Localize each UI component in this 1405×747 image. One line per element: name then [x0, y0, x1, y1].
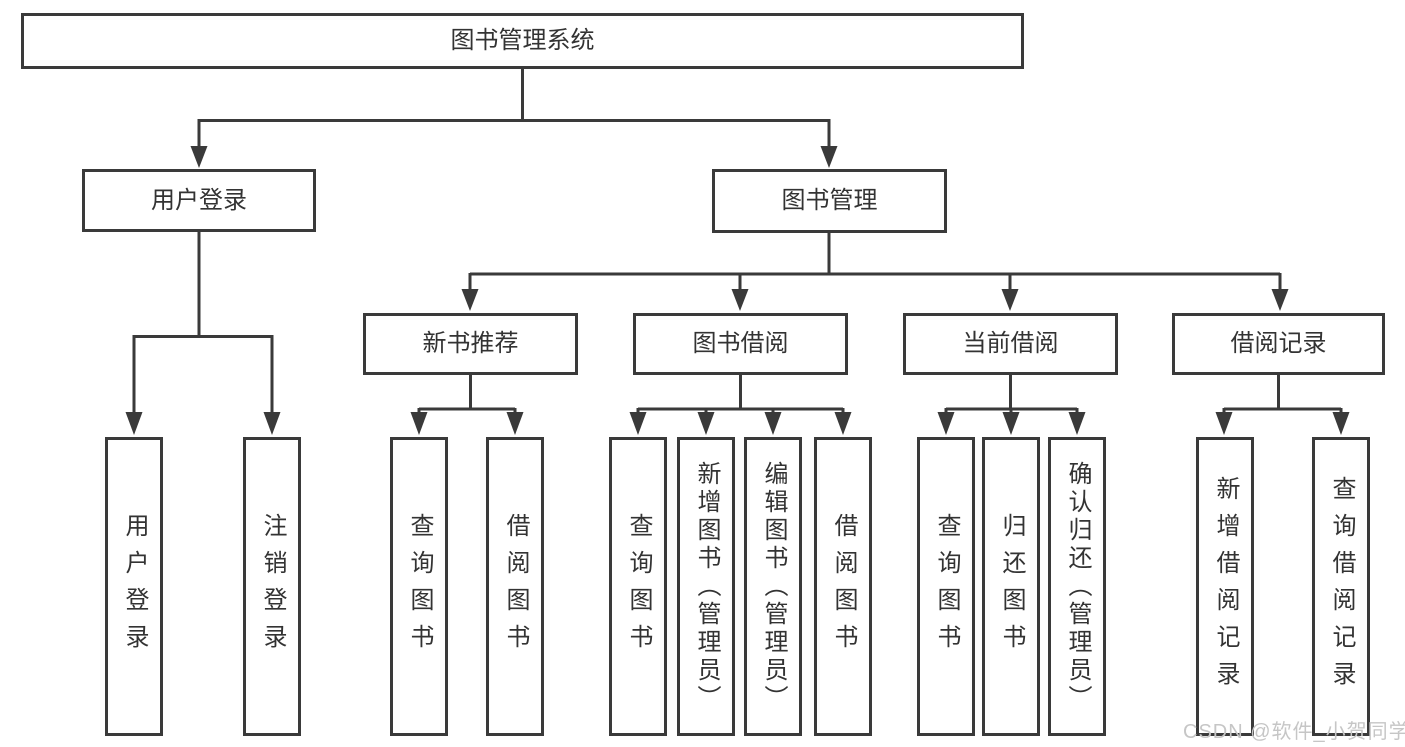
leaf-query-books-current: 查询图书	[917, 437, 975, 736]
leaf-return-book: 归还图书	[982, 437, 1040, 736]
leaf-query-books-recommend: 查询图书	[390, 437, 448, 736]
leaf-user-login: 用户登录	[105, 437, 163, 736]
leaf-confirm-return-admin: 确认归还（管理员）	[1048, 437, 1106, 736]
leaf-label: 借阅图书	[502, 512, 529, 661]
leaf-label: 归还图书	[998, 512, 1025, 661]
leaf-label: 查询图书	[933, 512, 960, 661]
leaf-label: 查询图书	[625, 512, 652, 661]
leaf-logout: 注销登录	[243, 437, 301, 736]
leaf-label: 用户登录	[121, 512, 148, 661]
node-label: 图书管理	[781, 187, 878, 214]
connector-root-to-level2	[190, 69, 838, 168]
connector-user-login-children	[125, 232, 281, 435]
node-label: 新书推荐	[422, 330, 519, 357]
connector-book-management-children	[461, 233, 1289, 311]
node-borrow-records: 借阅记录	[1172, 313, 1385, 375]
leaf-add-book-admin: 新增图书（管理员）	[677, 437, 735, 736]
connector-borrow-records-children	[1215, 375, 1350, 435]
leaf-borrow-books-recommend: 借阅图书	[486, 437, 544, 736]
leaf-label: 借阅图书	[830, 512, 857, 661]
node-user-login: 用户登录	[82, 169, 316, 232]
node-library-management-system: 图书管理系统	[21, 13, 1024, 69]
leaf-add-borrow-record: 新增借阅记录	[1196, 437, 1254, 736]
watermark-text: CSDN @软件_小贺同学	[1183, 721, 1405, 743]
leaf-label: 新增图书（管理员）	[693, 460, 720, 713]
leaf-label: 编辑图书（管理员）	[760, 460, 787, 713]
leaf-label: 新增借阅记录	[1212, 475, 1239, 698]
leaf-label: 注销登录	[259, 512, 286, 661]
node-label: 图书借阅	[692, 330, 789, 357]
node-current-borrow: 当前借阅	[903, 313, 1118, 375]
leaf-label: 查询借阅记录	[1328, 475, 1355, 698]
connector-book-borrow-children	[629, 375, 852, 435]
node-label: 用户登录	[151, 186, 247, 214]
node-label: 图书管理系统	[450, 27, 595, 54]
leaf-edit-book-admin: 编辑图书（管理员）	[744, 437, 802, 736]
node-label: 借阅记录	[1230, 330, 1327, 357]
leaf-label: 确认归还（管理员）	[1064, 460, 1091, 713]
node-book-borrow: 图书借阅	[633, 313, 848, 375]
connector-current-borrow-children	[937, 375, 1086, 435]
leaf-label: 查询图书	[406, 512, 433, 661]
leaf-query-borrow-record: 查询借阅记录	[1312, 437, 1370, 736]
connector-new-book-recommend-children	[410, 375, 524, 435]
leaf-query-books-borrow: 查询图书	[609, 437, 667, 736]
node-book-management: 图书管理	[712, 169, 947, 233]
node-new-book-recommend: 新书推荐	[363, 313, 578, 375]
leaf-borrow-books: 借阅图书	[814, 437, 872, 736]
node-label: 当前借阅	[962, 330, 1059, 357]
